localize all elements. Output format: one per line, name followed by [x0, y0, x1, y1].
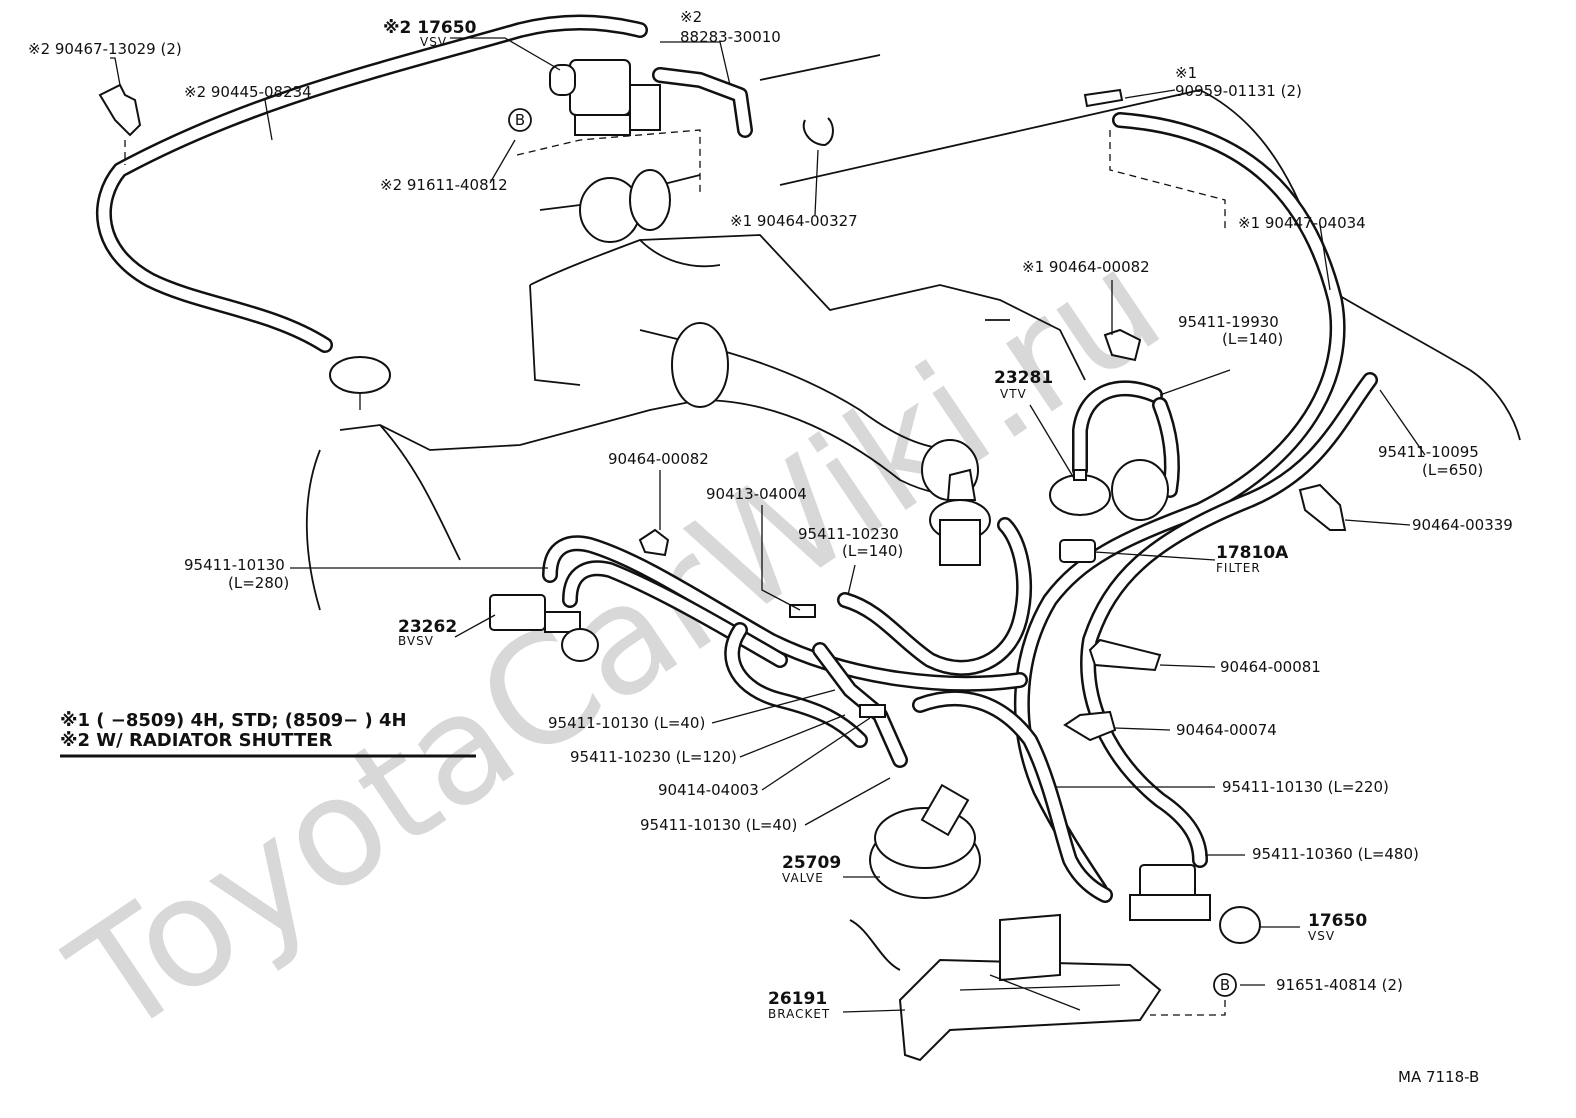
filter-part — [1059, 539, 1096, 563]
label-bvsv-sub: BVSV — [398, 634, 434, 648]
label-bolt-40814: 91651-40814 (2) — [1276, 976, 1403, 994]
label-valve-number: 25709 — [782, 853, 841, 873]
label-bracket-sub: BRACKET — [768, 1007, 830, 1021]
label-hose-19930-length: (L=140) — [1222, 330, 1283, 348]
label-hose-10230-top: 95411-10230 — [798, 525, 899, 543]
leader-lines — [60, 37, 1426, 1016]
vsv-bottom-part — [1129, 864, 1261, 944]
label-hose-10130-220: 95411-10130 (L=220) — [1222, 778, 1389, 796]
label-clip-00327: ※1 90464-00327 — [730, 212, 858, 230]
label-vsv-top-number: ※2 17650 — [383, 18, 477, 38]
label-joint-30010: 88283-30010 — [680, 28, 781, 46]
footer-code: MA 7118-B — [1398, 1068, 1479, 1086]
b-marker-bottom: B — [1213, 973, 1237, 997]
engine-outline — [305, 234, 1086, 611]
clip-parts — [638, 88, 1347, 742]
label-valve-sub: VALVE — [782, 871, 824, 885]
label-bvsv-number: 23262 — [398, 617, 457, 637]
vsv-top-part — [549, 59, 661, 136]
label-vsv-bottom-number: 17650 — [1308, 911, 1367, 931]
label-hose-10230-120: 95411-10230 (L=120) — [570, 748, 737, 766]
label-clip-01131-mark: ※1 — [1175, 64, 1197, 82]
diaphragm-part — [329, 356, 391, 410]
svg-text:B: B — [1220, 976, 1230, 994]
label-mark-top: ※2 — [680, 8, 702, 26]
label-hose-04034: ※1 90447-04034 — [1238, 214, 1366, 232]
label-hose-10230-top-length: (L=140) — [842, 542, 903, 560]
note-2: ※2 W/ RADIATOR SHUTTER — [60, 730, 333, 751]
label-vtv-number: 23281 — [994, 368, 1053, 388]
label-clip-00339: 90464-00339 — [1412, 516, 1513, 534]
right-hoses — [1013, 112, 1378, 898]
svg-text:B: B — [515, 111, 525, 129]
vtv-part — [1049, 459, 1169, 521]
label-tee-04003: 90414-04003 — [658, 781, 759, 799]
label-filter-number: 17810A — [1216, 543, 1289, 563]
center-hoses — [542, 517, 1113, 903]
top-hoses — [95, 14, 1521, 441]
label-vtv-sub: VTV — [1000, 387, 1027, 401]
label-clip-00082-top: ※1 90464-00082 — [1022, 258, 1150, 276]
bvsv-part — [489, 594, 599, 662]
bracket-part — [849, 913, 1162, 1062]
b-marker-top: B — [508, 108, 532, 132]
label-filter-sub: FILTER — [1216, 561, 1261, 575]
canister-part — [579, 169, 671, 243]
label-hose-10130-280: 95411-10130 — [184, 556, 285, 574]
label-clamp-13029: ※2 90467-13029 (2) — [28, 40, 182, 58]
label-vsv-bottom-sub: VSV — [1308, 929, 1335, 943]
label-hose-08234: ※2 90445-08234 — [184, 83, 312, 101]
label-clip-00074: 90464-00074 — [1176, 721, 1277, 739]
label-clip-00082-mid: 90464-00082 — [608, 450, 709, 468]
thermo-valve-part — [929, 468, 991, 566]
label-bracket-number: 26191 — [768, 989, 827, 1009]
label-bolt-40812: ※2 91611-40812 — [380, 176, 508, 194]
label-hose-10095-length: (L=650) — [1422, 461, 1483, 479]
note-1: ※1 ( −8509) 4H, STD; (8509− ) 4H — [60, 710, 407, 731]
label-hose-10130-280-length: (L=280) — [228, 574, 289, 592]
tee-parts — [789, 604, 886, 718]
label-tee-04004: 90413-04004 — [706, 485, 807, 503]
label-clip-00081: 90464-00081 — [1220, 658, 1321, 676]
valve-25709-part — [869, 783, 981, 899]
label-hose-10130-40b: 95411-10130 (L=40) — [640, 816, 797, 834]
label-hose-10360-480: 95411-10360 (L=480) — [1252, 845, 1419, 863]
clamp-13029-part — [98, 83, 142, 137]
label-hose-10095: 95411-10095 — [1378, 443, 1479, 461]
label-clip-01131: 90959-01131 (2) — [1175, 82, 1302, 100]
label-hose-19930: 95411-19930 — [1178, 313, 1279, 331]
label-vsv-top-sub: VSV — [420, 35, 447, 49]
label-hose-10130-40a: 95411-10130 (L=40) — [548, 714, 705, 732]
